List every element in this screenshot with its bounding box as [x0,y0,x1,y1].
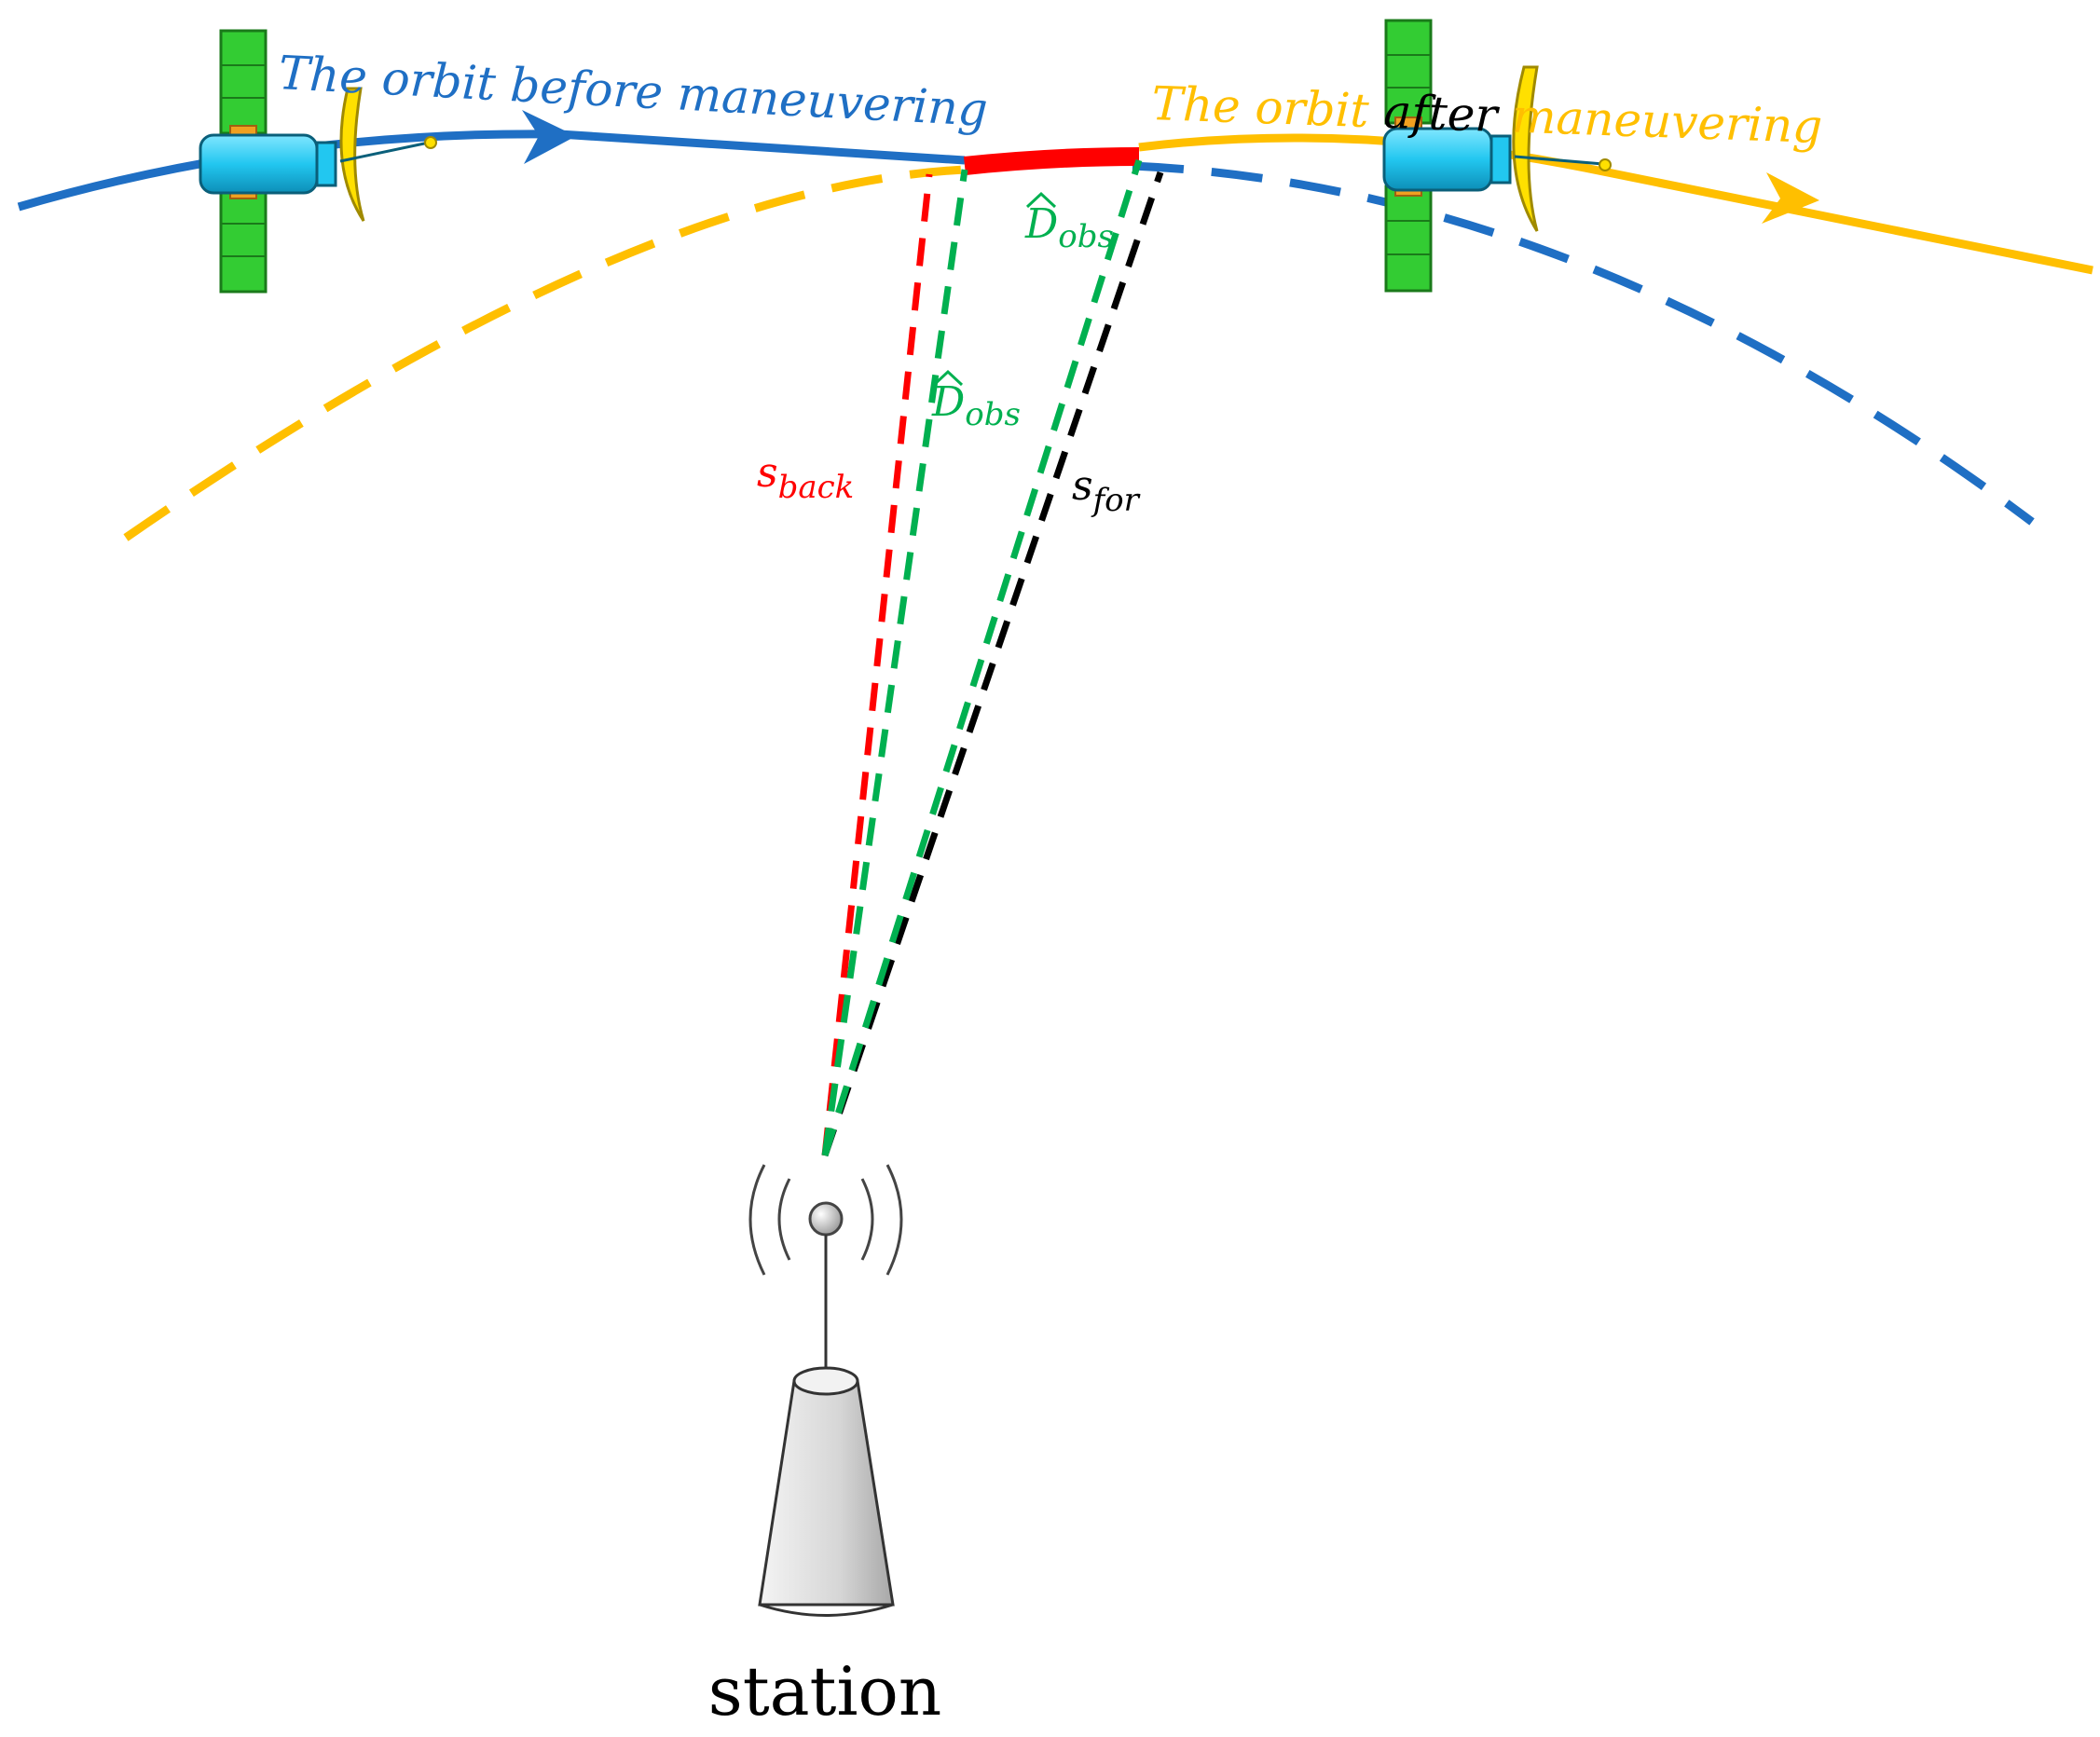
maneuver-arc [963,147,1140,175]
satellite-icon [199,29,437,294]
s-for-line [821,171,1164,1157]
satellite-icon [1382,19,1612,293]
d-obs-line-left [821,169,968,1156]
s-back-label: sback [757,449,854,506]
d-obs-line-right [821,158,1143,1157]
orbit-after-solid-arc [1138,133,2093,275]
d-obs-top-label: Dobs [1024,191,1114,255]
orbit-after-direction-arrow [1762,172,1819,224]
d-obs-mid-label: Dobs [931,369,1021,433]
orbit-after-dashed-arc [123,165,966,541]
ground-station-tower-icon [748,1164,903,1617]
orbit-before-direction-arrow [522,110,576,164]
svg-text:Dobs: Dobs [1024,200,1114,255]
orbit-before-solid-arc [17,130,966,212]
orbit-after-label: The orbit after maneuvering [1151,76,1824,154]
s-back-line [821,173,933,1156]
station-label: station [708,1652,942,1730]
orbit-before-dashed-arc [1132,161,2035,526]
orbit-before-label: The orbit before maneuvering [277,46,989,137]
s-for-label: sfor [1072,462,1141,519]
svg-text:Dobs: Dobs [931,378,1021,433]
